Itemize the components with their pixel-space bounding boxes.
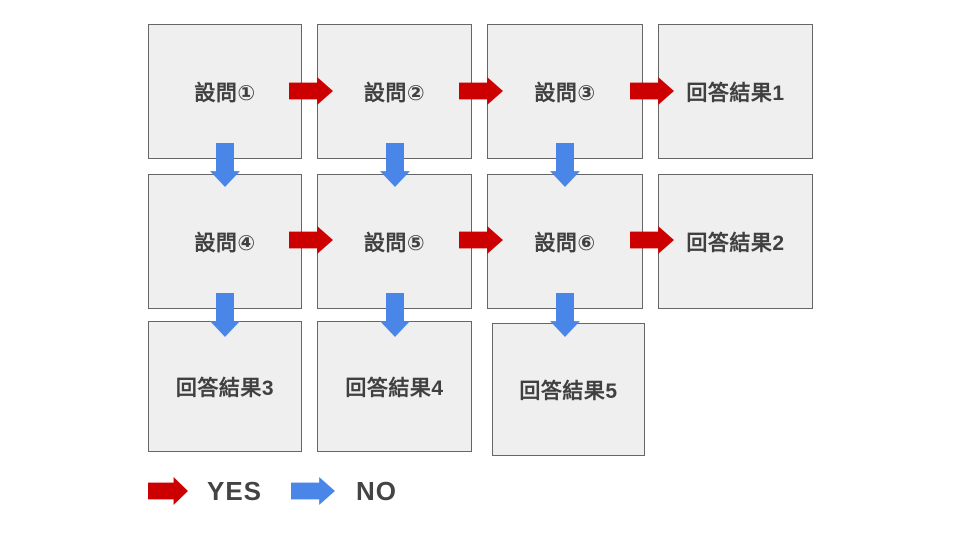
node-question-1: 設問① bbox=[148, 24, 302, 159]
node-question-6: 設問⑥ bbox=[487, 174, 643, 309]
legend-yes-label: YES bbox=[207, 476, 263, 506]
node-question-4: 設問④ bbox=[148, 174, 302, 309]
node-result-4: 回答結果4 bbox=[317, 321, 472, 452]
node-question-3: 設問③ bbox=[487, 24, 643, 159]
node-question-2: 設問② bbox=[317, 24, 472, 159]
node-question-5: 設問⑤ bbox=[317, 174, 472, 309]
node-result-5: 回答結果5 bbox=[492, 323, 645, 456]
node-result-2: 回答結果2 bbox=[658, 174, 813, 309]
legend-no-label: NO bbox=[356, 476, 397, 506]
legend-yes-arrow-icon bbox=[148, 477, 188, 505]
legend-no-arrow-icon bbox=[291, 477, 335, 505]
node-result-3: 回答結果3 bbox=[148, 321, 302, 452]
node-result-1: 回答結果1 bbox=[658, 24, 813, 159]
